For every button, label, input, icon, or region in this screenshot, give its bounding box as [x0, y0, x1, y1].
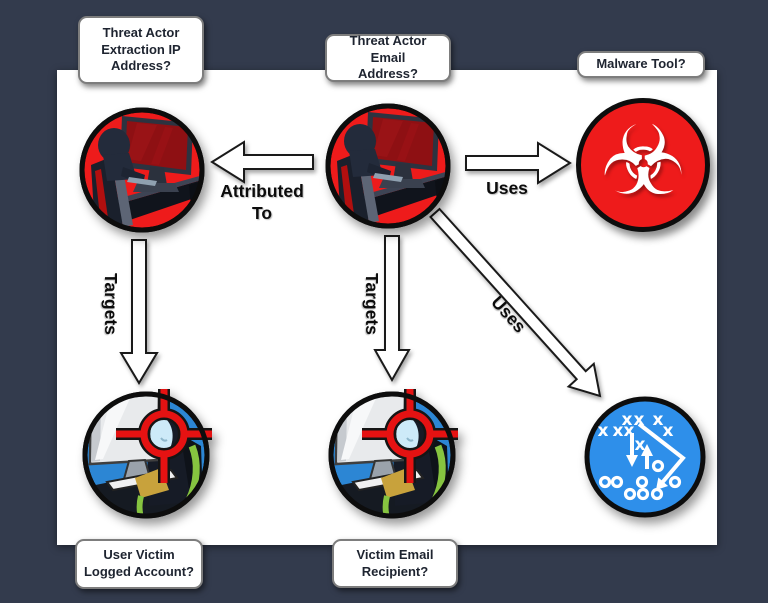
svg-text:x: x [653, 410, 664, 430]
svg-text:x: x [634, 410, 645, 430]
node-victim-email[interactable] [325, 388, 459, 527]
threat-actor-at-computer-icon [325, 103, 451, 229]
edge-label-targets-center: Targets [361, 272, 382, 335]
svg-text:x: x [598, 421, 609, 441]
label-user-victim-account[interactable]: User Victim Logged Account? [75, 539, 203, 589]
svg-text:x: x [613, 421, 624, 441]
label-threat-actor-email[interactable]: Threat Actor Email Address? [325, 33, 451, 82]
node-malware[interactable]: ☣ [576, 98, 710, 232]
threat-actor-at-computer-icon [79, 107, 205, 233]
node-threat-actor-email[interactable] [323, 101, 453, 236]
label-victim-email-recipient[interactable]: Victim Email Recipient? [332, 539, 458, 588]
attack-playbook-icon: x x x x x x x x [584, 396, 706, 518]
label-malware-tool[interactable]: Malware Tool? [577, 51, 705, 78]
svg-text:x: x [635, 435, 646, 455]
svg-text:x: x [624, 421, 635, 441]
label-threat-actor-ip[interactable]: Threat Actor Extraction IP Address? [78, 16, 204, 84]
edge-label-targets-left: Targets [100, 272, 121, 335]
node-playbook[interactable]: x x x x x x x x [583, 395, 707, 524]
svg-text:x: x [622, 410, 633, 430]
targeted-victim-icon [328, 389, 458, 519]
target-crosshair-icon [116, 389, 212, 483]
edge-label-attributed-to: Attributed To [220, 181, 304, 223]
svg-text:x: x [663, 421, 674, 441]
target-crosshair-icon [362, 389, 458, 483]
edge-label-uses-malware: Uses [486, 178, 528, 198]
biohazard-icon: ☣ [599, 105, 687, 217]
node-victim-account[interactable] [79, 388, 213, 527]
node-threat-actor-ip[interactable] [77, 105, 207, 240]
targeted-victim-icon [82, 389, 212, 519]
